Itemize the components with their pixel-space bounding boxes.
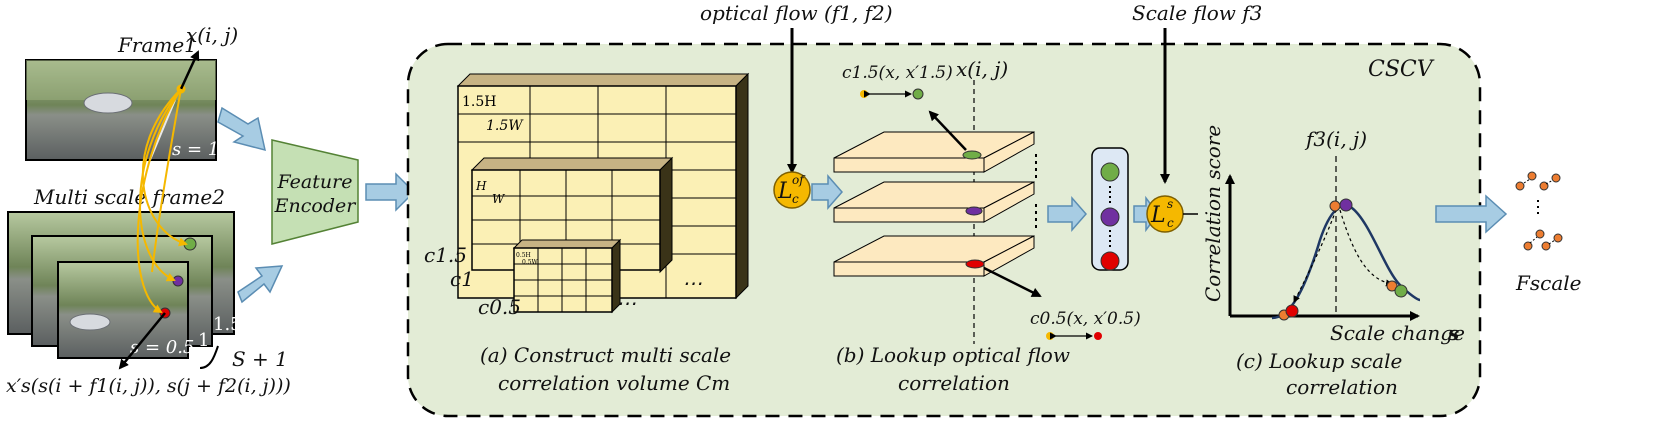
arc-red (136, 88, 182, 314)
scale-15-label: 1.5 (213, 314, 242, 335)
vector-red (1100, 251, 1120, 271)
plot-pt-purple (1339, 198, 1353, 212)
label-w: W (492, 192, 506, 206)
caption-a1: (a) Construct multi scale (480, 343, 731, 367)
output-field (1515, 171, 1563, 251)
optical-flow-label: optical flow (f1, f2) (700, 1, 893, 25)
frame1-label: Frame1 (117, 33, 197, 57)
label-c05: c0.5 (478, 295, 521, 319)
label-h: H (475, 179, 487, 193)
arrow-output (1435, 194, 1508, 234)
caption-b2: correlation (898, 371, 1010, 395)
arrow-slabs-vector (1047, 196, 1087, 232)
scale-1-label: 1 (198, 330, 209, 351)
volume-c15-top (456, 73, 750, 87)
arrow-lof-slabs (811, 174, 843, 210)
vector-purple (1100, 207, 1120, 227)
arrow-c15 (928, 110, 967, 151)
caption-a2: correlation volume Cm (498, 371, 730, 395)
arrow-encoder-cscv (365, 172, 416, 212)
slab-red-point (965, 259, 985, 269)
feature-encoder (271, 139, 359, 245)
loss-optical-flow (773, 171, 811, 209)
dots-c05: ⋯ (616, 291, 636, 315)
arc-extra (151, 88, 182, 273)
frame2-car (69, 313, 111, 331)
frame2-purple-dot (172, 275, 184, 287)
lookup-xij-label: x(i, j) (956, 57, 1008, 81)
volume-c1-top (470, 157, 674, 171)
slab1-front (833, 157, 985, 173)
frame1-scale: s = 1 (172, 139, 219, 160)
cscv-title: CSCV (1368, 57, 1435, 82)
label-c15: c1.5 (424, 243, 467, 267)
arrow-frame1-encoder (217, 106, 266, 152)
plot-xlabel-bold: s (1447, 321, 1459, 345)
c15-label: c1.5(x, x′1.5) (842, 63, 953, 83)
frame1-car (83, 92, 133, 114)
c05-label: c0.5(x, x′0.5) (1030, 309, 1141, 329)
c05-orange-dot (1046, 332, 1054, 340)
plot-pt-peak-orange (1329, 200, 1341, 212)
encoder-line2: Encoder (274, 195, 358, 217)
c05-red-dot (1094, 332, 1102, 340)
volume-c15-side (735, 72, 749, 300)
arrow-frame2-encoder (237, 265, 284, 304)
volume-c05: 0.5H 0.5W (512, 238, 622, 314)
frame1-lane (149, 99, 176, 161)
output-label: Fscale (1515, 271, 1582, 295)
ls-sup: s (1167, 197, 1173, 211)
caption-b1: (b) Lookup optical flow (836, 343, 1070, 367)
brace-label: S + 1 (232, 347, 288, 371)
frame1-pixel-arrow (179, 50, 200, 90)
scale-05-label: s = 0.5 (130, 337, 194, 358)
encoder-line1: Feature (277, 171, 353, 193)
c15-green-dot (912, 88, 924, 100)
c15-orange-dot (860, 90, 868, 98)
frame2-group: Multi scale frame2 1.5 1 s = 0.5 x′s(s(i… (6, 88, 291, 397)
volume-c05-top (512, 239, 622, 249)
arrow-c05 (983, 266, 1042, 298)
caption-c1: (c) Lookup scale (1236, 349, 1402, 373)
lof-sup: of (792, 173, 806, 187)
plot-pt-green (1394, 284, 1408, 298)
volume-c1-side (659, 156, 673, 274)
label-05h: 0.5H (516, 252, 531, 259)
plot-arrow-left (1293, 209, 1337, 303)
multi-frame-label: Multi scale frame2 (33, 185, 225, 209)
dots-c1: ⋯ (682, 271, 702, 295)
warp-arrow (118, 312, 166, 370)
pixel-label: x(i, j) (186, 23, 238, 47)
vector-green (1100, 162, 1120, 182)
slab-stack (833, 131, 1037, 277)
label-15w: 1.5W (486, 118, 524, 134)
plot-pt-red (1285, 304, 1299, 318)
scale-flow-label: Scale flow f3 (1132, 1, 1262, 25)
label-c1: c1 (450, 267, 474, 291)
slab-green-point (962, 150, 982, 160)
plot-arrow-right (1339, 209, 1393, 287)
ls-L: L (1150, 203, 1166, 228)
plot-ylabel: Correlation score (1201, 125, 1225, 302)
caption-c2: correlation (1286, 375, 1398, 399)
frame1-group: Frame1 s = 1 x(i, j) (25, 23, 238, 161)
ls-sub: c (1167, 216, 1174, 230)
slab-purple-point (965, 206, 983, 216)
label-05w: 0.5W (522, 259, 539, 266)
frame1-trees (26, 60, 216, 100)
plot-peak-label: f3(i, j) (1304, 127, 1367, 151)
label-15h: 1.5H (462, 94, 496, 110)
brace (199, 345, 219, 369)
slab2-front (833, 207, 985, 223)
lof-L: L (777, 179, 793, 204)
plot-xlabel: Scale change (1330, 321, 1465, 345)
warp-formula: x′s(s(i + f1(i, j)), s(j + f2(i, j))) (6, 375, 291, 397)
lof-sub: c (792, 192, 799, 206)
slab3-front (833, 261, 985, 277)
